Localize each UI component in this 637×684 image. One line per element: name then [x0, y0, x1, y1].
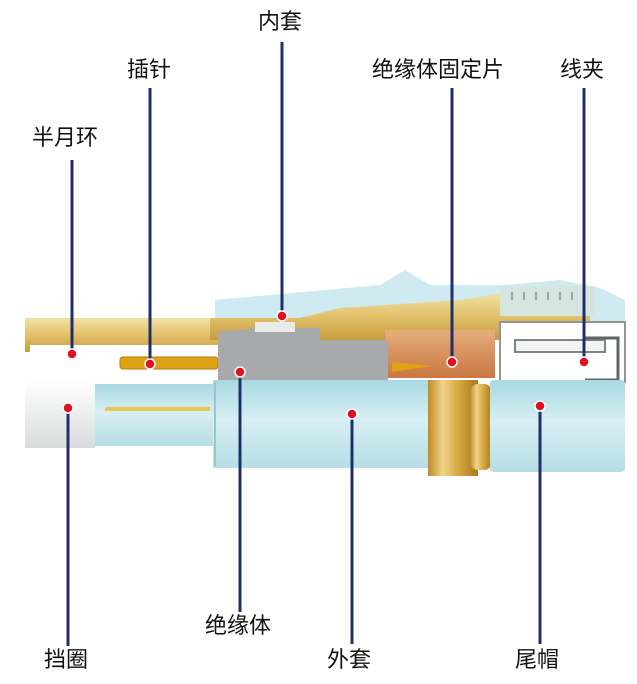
label-half-moon-ring: 半月环: [32, 126, 99, 151]
label-insulator: 绝缘体: [205, 614, 272, 639]
pin-tail-shape: [392, 362, 432, 372]
marker-dot-outer-sleeve: [346, 408, 358, 420]
insulator-shape: [218, 322, 388, 382]
marker-dot-tail-cap: [534, 400, 546, 412]
label-insulator-fixing-piece: 绝缘体固定片: [372, 58, 505, 83]
leader-lines: [66, 42, 586, 646]
label-inner-sleeve: 内套: [258, 10, 303, 35]
threaded-nut-shape: [428, 380, 492, 476]
label-pin: 插针: [127, 58, 172, 83]
label-outer-sleeve: 外套: [327, 648, 372, 673]
marker-dots: [62, 310, 590, 420]
marker-dot-insulator-fixing-piece: [446, 356, 458, 368]
cable-clamp-shape: [499, 321, 626, 383]
marker-dot-cable-clamp: [578, 356, 590, 368]
label-tail-cap: 尾帽: [515, 648, 560, 673]
pin-shape: [119, 356, 219, 370]
outer-sleeve-shape: [95, 380, 431, 468]
marker-dot-insulator: [234, 366, 246, 378]
marker-dot-pin: [144, 358, 156, 370]
tail-cap-shape: [490, 380, 625, 472]
insulator-fixing-piece-shape: [385, 330, 495, 378]
retaining-ring-shape: [25, 380, 95, 448]
marker-dot-half-moon-ring: [66, 348, 78, 360]
label-retaining-ring: 挡圈: [44, 648, 89, 673]
marker-dot-retaining-ring: [62, 402, 74, 414]
marker-dot-inner-sleeve: [276, 310, 288, 322]
label-cable-clamp: 线夹: [560, 58, 605, 83]
